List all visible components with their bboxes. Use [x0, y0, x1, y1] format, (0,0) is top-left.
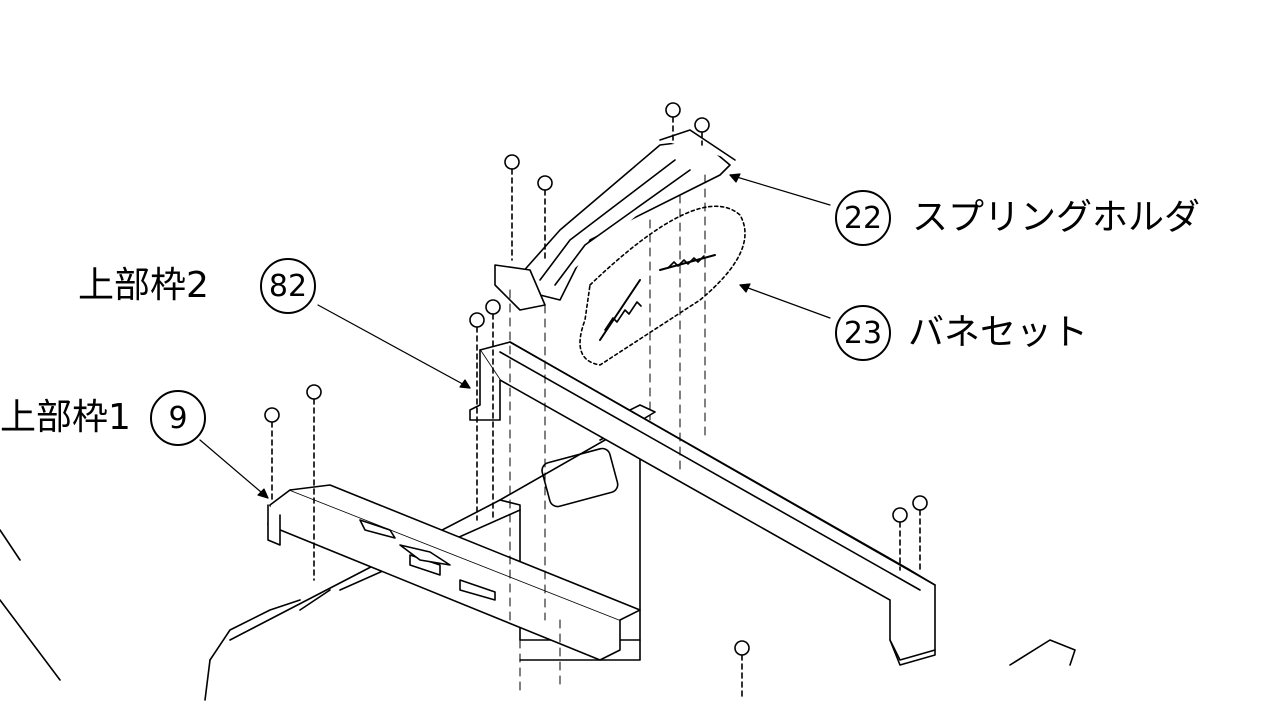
callout-22-number: 22	[843, 200, 883, 236]
callout-23-number: 23	[843, 315, 883, 351]
callout-9: 9	[150, 390, 206, 446]
spring-holder	[494, 129, 736, 311]
leader-lines	[199, 173, 831, 499]
screws	[264, 102, 928, 701]
upper-frame-2	[469, 341, 936, 666]
label-upper-frame-2: 上部枠2	[78, 265, 209, 306]
callout-22: 22	[835, 190, 891, 246]
label-spring-holder: スプリングホルダ	[912, 197, 1201, 238]
callout-23: 23	[835, 305, 891, 361]
callout-82-number: 82	[268, 268, 308, 304]
label-spring-set: バネセット	[908, 312, 1089, 353]
assembly-guides	[509, 174, 706, 691]
spring-set	[579, 205, 746, 366]
callout-9-number: 9	[168, 400, 188, 436]
label-upper-frame-1: 上部枠1	[0, 397, 131, 438]
callout-82: 82	[260, 258, 316, 314]
upper-frame-1	[267, 484, 641, 661]
